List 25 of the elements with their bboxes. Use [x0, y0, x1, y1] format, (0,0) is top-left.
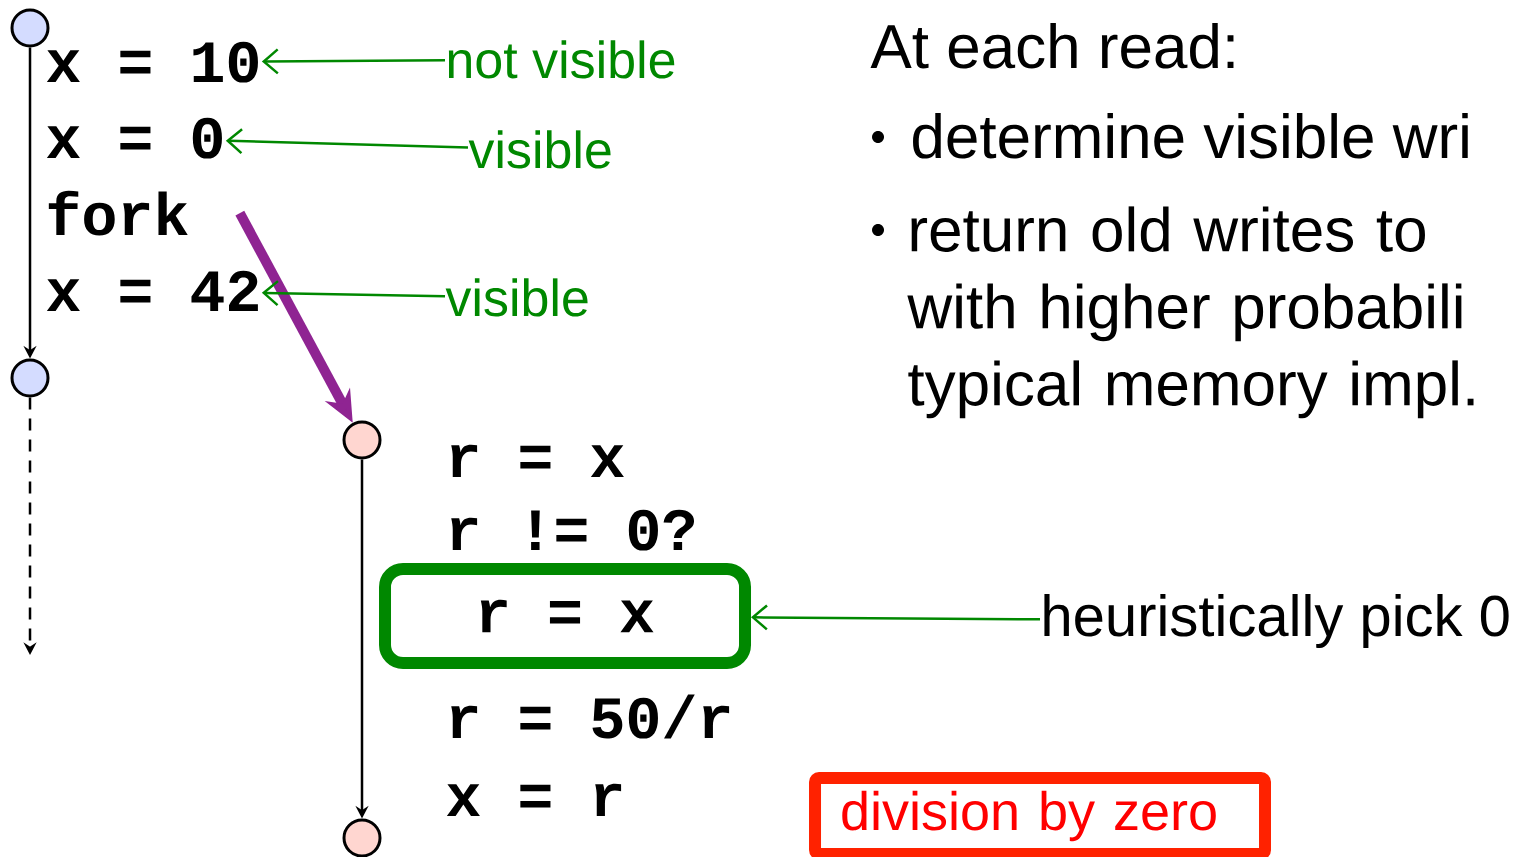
- leader-arrow: [261, 280, 446, 307]
- code-line: x = 42: [46, 270, 258, 311]
- code-line: r = x: [451, 444, 624, 477]
- annotation-text: not visible: [448, 40, 675, 79]
- annotation-text: heuristically pick 0: [1044, 594, 1509, 649]
- thread-circle: [342, 818, 382, 857]
- thread-circle: [342, 420, 382, 460]
- heading-text: At each read:: [870, 23, 1234, 69]
- code-line: r != 0?: [451, 509, 695, 551]
- code-line: r = 50/r: [451, 694, 730, 739]
- bullet-text: determine visible wri: [913, 113, 1468, 159]
- annotation-text: visible: [468, 130, 611, 169]
- thread-circle: [10, 358, 50, 398]
- highlight-box: r = x: [379, 563, 751, 669]
- leader-arrow: [751, 604, 1040, 631]
- error-box: division by zero: [809, 772, 1271, 857]
- thread-circle: [10, 8, 50, 48]
- leader-arrow: [261, 48, 445, 75]
- bullet-text: return old writes to with higher probabili typical memory impl.: [907, 206, 1474, 419]
- annotation-text: visible: [445, 278, 588, 317]
- code-line: fork: [48, 190, 188, 236]
- leader-arrow: [225, 128, 469, 155]
- code-line: x = 10: [46, 41, 258, 83]
- code-line: x = 0: [46, 117, 222, 159]
- code-line: x = r: [446, 783, 622, 816]
